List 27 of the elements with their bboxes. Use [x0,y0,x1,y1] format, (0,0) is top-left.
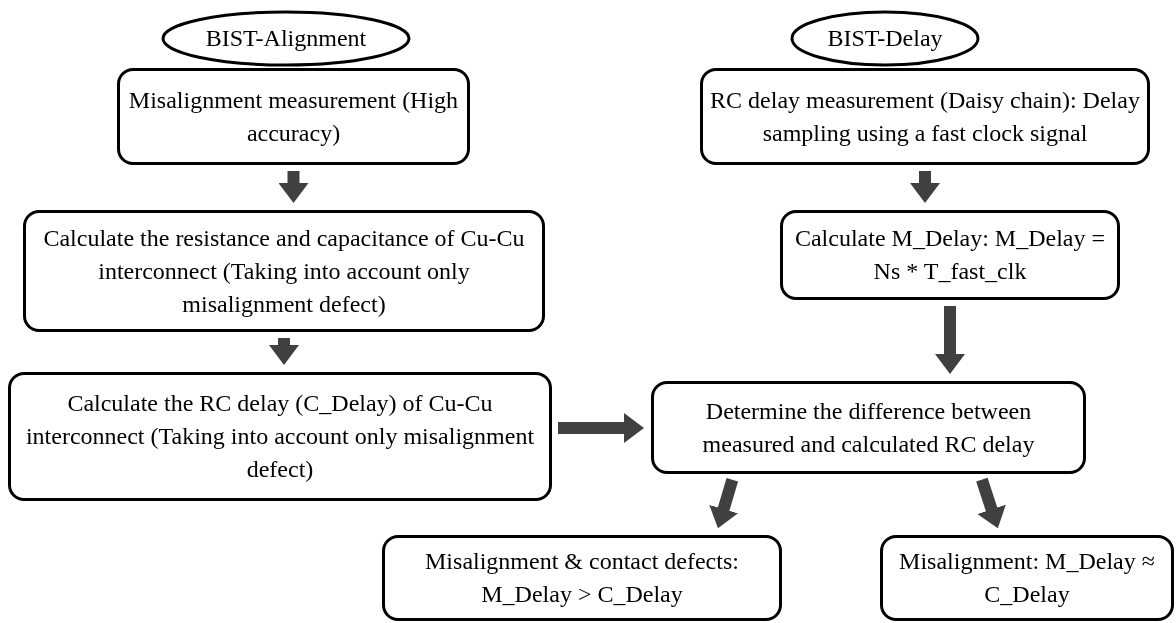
title-ellipse [790,10,980,67]
box-text: Calculate the RC delay (C_Delay) of Cu-Cu interconnect (Taking into account only misalignment defect) [24,389,536,484]
block-arrow [976,477,1006,529]
block-arrow [269,338,299,365]
process-box [700,68,1150,165]
process-box [880,535,1174,621]
box-text: BIST-Alignment [205,24,367,53]
box-text: Determine the difference between measured and calculated RC delay [701,396,1036,459]
block-arrow [558,413,644,443]
box-text: Misalignment & contact defects: M_Delay > C_Delay [424,547,740,609]
box-text: Calculate the resistance and capacitance of Cu-Cu interconnect (Taking into account only misalignment defect) [42,223,526,319]
box-text: Misalignment: M_Delay ≈ C_Delay [898,547,1156,609]
process-box [651,381,1086,474]
process-box [8,372,552,501]
title-ellipse [161,10,411,67]
block-arrow [910,171,940,203]
box-text: RC delay measurement (Daisy chain): Delay sampling using a fast clock signal [709,85,1141,148]
box-text: Calculate M_Delay: M_Delay = Ns * T_fast_clk [793,224,1107,286]
process-box [23,210,545,332]
block-arrow [935,306,965,374]
process-box [382,535,782,621]
block-arrow [709,478,739,529]
block-arrow [278,171,309,203]
box-text: Misalignment measurement (High accuracy) [127,85,460,148]
process-box [780,210,1120,300]
process-box [117,68,470,165]
box-text: BIST-Delay [827,24,943,53]
